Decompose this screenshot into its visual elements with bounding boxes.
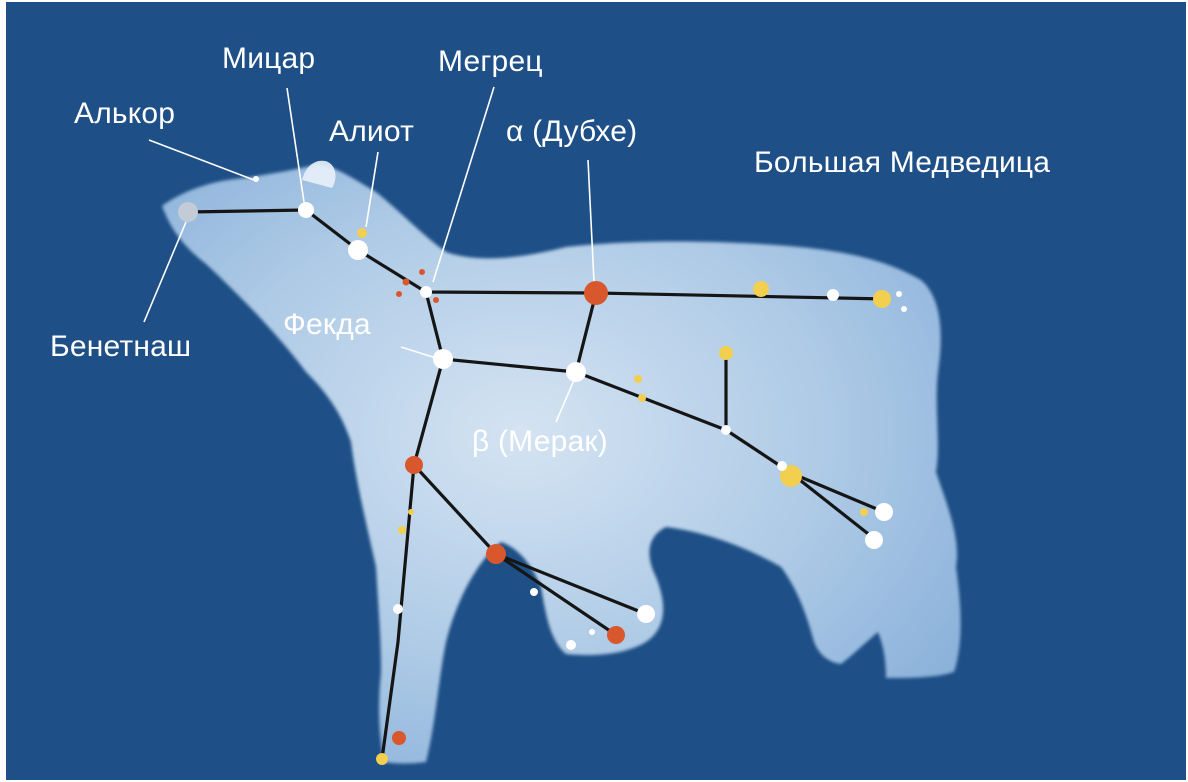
label-phecda: Фекда (283, 308, 371, 341)
star-small (896, 291, 902, 297)
star-small (901, 306, 907, 312)
star-paw (865, 531, 883, 549)
star-small (419, 269, 425, 275)
bear-ear (302, 160, 336, 188)
star-alcor (253, 176, 259, 182)
star-leg (486, 544, 506, 564)
constellation-illustration: Алькор Мицар Алиот Мегрец α (Дубхе) Боль… (6, 2, 1186, 780)
bear-silhouette (162, 164, 961, 764)
star-small (634, 375, 642, 383)
star-small (860, 508, 868, 516)
star-leg (780, 465, 802, 487)
star-merak (566, 362, 586, 382)
label-alioth: Алиот (329, 115, 415, 148)
stars (178, 176, 907, 765)
star-alioth (348, 240, 368, 260)
star-small (566, 640, 576, 650)
star-small (777, 461, 787, 471)
star-small (589, 629, 595, 635)
star-phecda (433, 349, 453, 369)
star-head (873, 290, 891, 308)
star-small (398, 526, 406, 534)
constellation-lines (186, 208, 888, 761)
star-megrez (420, 286, 432, 298)
star-head (827, 289, 839, 301)
star-paw (376, 753, 388, 765)
star-dubhe (584, 281, 608, 305)
star-small (396, 291, 402, 297)
star-mizar (298, 202, 314, 218)
constellation-title: Большая Медведица (754, 146, 1051, 179)
label-megrez: Мегрец (438, 45, 543, 78)
star-small (393, 604, 403, 614)
star-small (357, 228, 367, 238)
leader-lines (143, 86, 595, 423)
star-leg (721, 425, 731, 435)
label-benetnash: Бенетнаш (50, 330, 192, 363)
label-dubhe: α (Дубхе) (506, 115, 638, 148)
star-paw (637, 605, 655, 623)
star-head (753, 281, 769, 297)
star-small (408, 509, 414, 515)
label-mizar: Мицар (222, 42, 316, 75)
star-small (638, 394, 646, 402)
star-benetnash (178, 202, 198, 222)
label-alcor: Алькор (74, 97, 176, 130)
star-leg (719, 346, 733, 360)
star-small (433, 297, 439, 303)
star-leg (405, 456, 423, 474)
star-paw (392, 731, 406, 745)
star-paw (875, 503, 893, 521)
label-merak: β (Мерак) (472, 425, 608, 458)
star-small (402, 278, 410, 286)
bear-diagram (143, 86, 961, 765)
star-paw (607, 626, 625, 644)
star-small (530, 588, 538, 596)
